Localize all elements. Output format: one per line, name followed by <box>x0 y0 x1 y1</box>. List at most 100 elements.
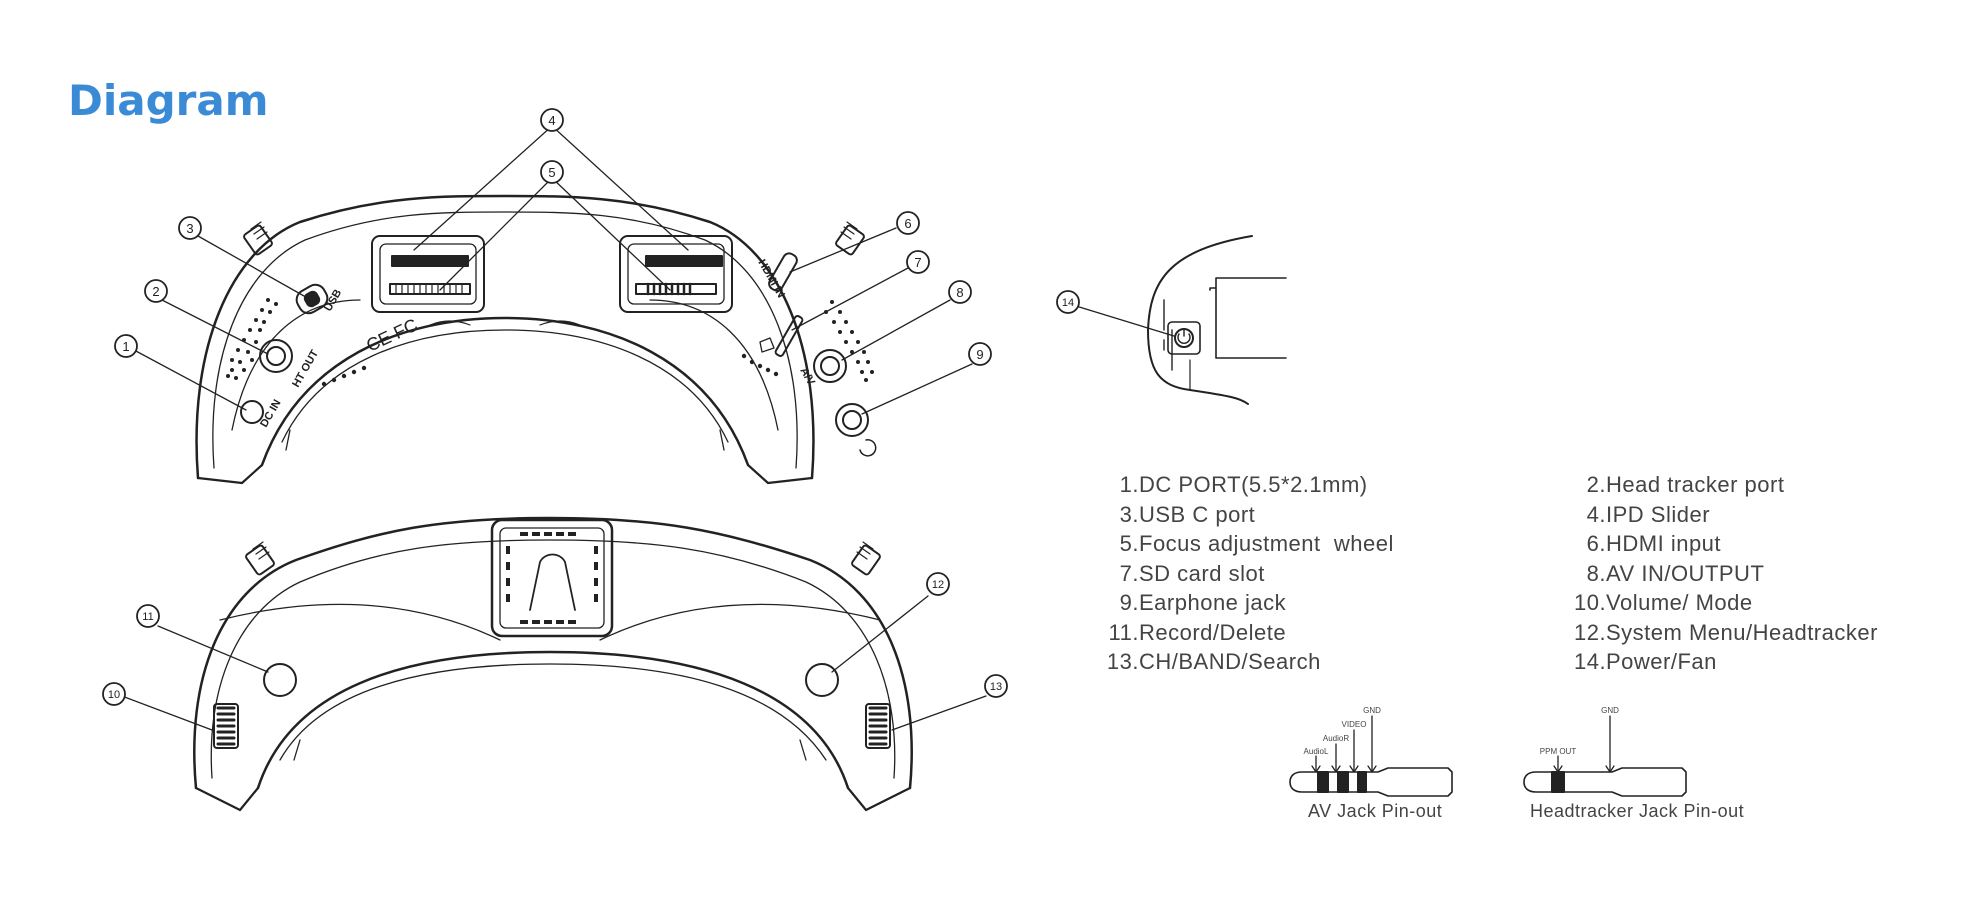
legend-item: 4.IPD Slider <box>1574 500 1878 530</box>
callout-10: 10 <box>108 689 120 701</box>
legend-item: 3.USB C port <box>1106 500 1394 530</box>
callout-circle-1 <box>114 334 138 358</box>
callout-circle-3 <box>178 216 202 240</box>
earphone-jack <box>835 403 869 437</box>
legend-num: 10. <box>1574 590 1607 615</box>
callout-5: 5 <box>548 165 555 180</box>
callout-9: 9 <box>976 347 983 362</box>
legend-label: Power/Fan <box>1606 649 1717 674</box>
legend-item: 13.CH/BAND/Search <box>1106 647 1394 677</box>
legend-item: 6.HDMI input <box>1574 529 1878 559</box>
callout-1: 1 <box>122 339 129 354</box>
callout-circle-12 <box>926 572 950 596</box>
legend-num: 7. <box>1119 560 1139 586</box>
av-pin-audior: AudioR <box>1323 734 1349 743</box>
ht-jack-caption: Headtracker Jack Pin-out <box>1530 801 1745 821</box>
legend-item: 2.Head tracker port <box>1574 470 1878 500</box>
left-speaker-grille <box>226 298 367 387</box>
right-ipd-slider <box>619 235 733 313</box>
callout-circle-5 <box>540 160 564 184</box>
callout-circle-11 <box>136 604 160 628</box>
legend-label: HDMI input <box>1606 531 1722 556</box>
av-pin-audiol: AudioL <box>1304 747 1329 756</box>
legend-label: CH/BAND/Search <box>1139 649 1321 674</box>
callout-2: 2 <box>152 284 159 299</box>
av-jack-caption: AV Jack Pin-out <box>1308 801 1443 821</box>
ch-band-search-wheel <box>865 703 891 749</box>
ht-pin-ppm-out: PPM OUT <box>1540 747 1577 756</box>
sd-card-slot <box>774 315 804 357</box>
goggles-bottom-view <box>193 516 913 812</box>
legend-num: 11. <box>1108 619 1139 645</box>
callout-circle-7 <box>906 250 930 274</box>
volume-mode-wheel <box>213 703 239 749</box>
legend-item: 8.AV IN/OUTPUT <box>1574 559 1878 589</box>
left-adjust-dial <box>243 224 273 256</box>
legend-num: 8. <box>1586 560 1606 586</box>
callout-14: 14 <box>1062 297 1074 309</box>
legend-item: 14.Power/Fan <box>1574 647 1878 677</box>
system-menu-button <box>805 663 839 697</box>
legend-label: AV IN/OUTPUT <box>1606 560 1765 586</box>
legend-num: 6. <box>1586 531 1606 556</box>
callout-4: 4 <box>548 113 555 128</box>
legend-label: SD card slot <box>1139 560 1265 586</box>
callout-circle-9 <box>968 342 992 366</box>
legend-num: 9. <box>1119 590 1139 615</box>
hdmi-in-marking: HDMI IN <box>755 258 787 301</box>
av-pin-video: VIDEO <box>1342 720 1367 729</box>
legend-item: 7.SD card slot <box>1106 559 1394 589</box>
record-delete-button <box>263 663 297 697</box>
legend-num: 3. <box>1119 501 1139 527</box>
fan-module <box>490 518 614 638</box>
ht-pin-gnd: GND <box>1601 706 1619 715</box>
goggles-side-view <box>1147 235 1287 405</box>
legend-item: 10.Volume/ Mode <box>1574 588 1878 618</box>
legend-num: 12. <box>1574 619 1607 645</box>
power-fan-button <box>1174 328 1194 348</box>
legend-label: USB C port <box>1139 501 1256 527</box>
legend-label: Earphone jack <box>1139 590 1287 615</box>
legend-label: Focus adjustment wheel <box>1139 531 1394 556</box>
legend-label: Volume/ Mode <box>1606 590 1753 615</box>
callout-circle-10 <box>102 682 126 706</box>
legend-left-column: 1.DC PORT(5.5*2.1mm) 3.USB C port 5.Focu… <box>1106 470 1394 677</box>
legend-num: 4. <box>1586 501 1606 527</box>
legend-label: DC PORT(5.5*2.1mm) <box>1139 472 1368 497</box>
legend-item: 11.Record/Delete <box>1106 618 1394 648</box>
callout-12: 12 <box>932 579 944 591</box>
left-ipd-slider <box>371 235 485 313</box>
hdmi-port <box>768 252 798 292</box>
callout-13: 13 <box>990 681 1002 693</box>
legend-item: 9.Earphone jack <box>1106 588 1394 618</box>
callout-circle-8 <box>948 280 972 304</box>
av-jack-drawing <box>1289 715 1453 797</box>
callout-7: 7 <box>914 255 921 270</box>
callout-circle-6 <box>896 211 920 235</box>
dc-port <box>240 400 264 424</box>
legend-num: 1. <box>1119 472 1139 497</box>
legend-right-column: 2.Head tracker port 4.IPD Slider 6.HDMI … <box>1574 470 1878 677</box>
page-title: Diagram <box>68 76 269 125</box>
legend-num: 5. <box>1119 531 1139 556</box>
goggles-top-view <box>195 194 877 485</box>
legend-label: Head tracker port <box>1606 472 1785 497</box>
callout-circle-14 <box>1056 290 1080 314</box>
legend-num: 14. <box>1574 649 1607 674</box>
callout-circle-2 <box>144 279 168 303</box>
legend-item: 1.DC PORT(5.5*2.1mm) <box>1106 470 1394 500</box>
callout-8: 8 <box>956 285 963 300</box>
av-port <box>813 349 847 383</box>
legend-num: 13. <box>1106 649 1139 674</box>
usb-c-port <box>295 283 329 315</box>
ce-fc-marking: CE FC <box>363 315 420 356</box>
callout-circle-13 <box>984 674 1008 698</box>
legend-label: IPD Slider <box>1606 501 1711 527</box>
legend-label: System Menu/Headtracker <box>1606 619 1878 645</box>
legend-num: 2. <box>1586 472 1606 497</box>
legend-item: 5.Focus adjustment wheel <box>1106 529 1394 559</box>
callout-6: 6 <box>904 216 911 231</box>
av-pin-gnd: GND <box>1363 706 1381 715</box>
legend-item: 12.System Menu/Headtracker <box>1574 618 1878 648</box>
